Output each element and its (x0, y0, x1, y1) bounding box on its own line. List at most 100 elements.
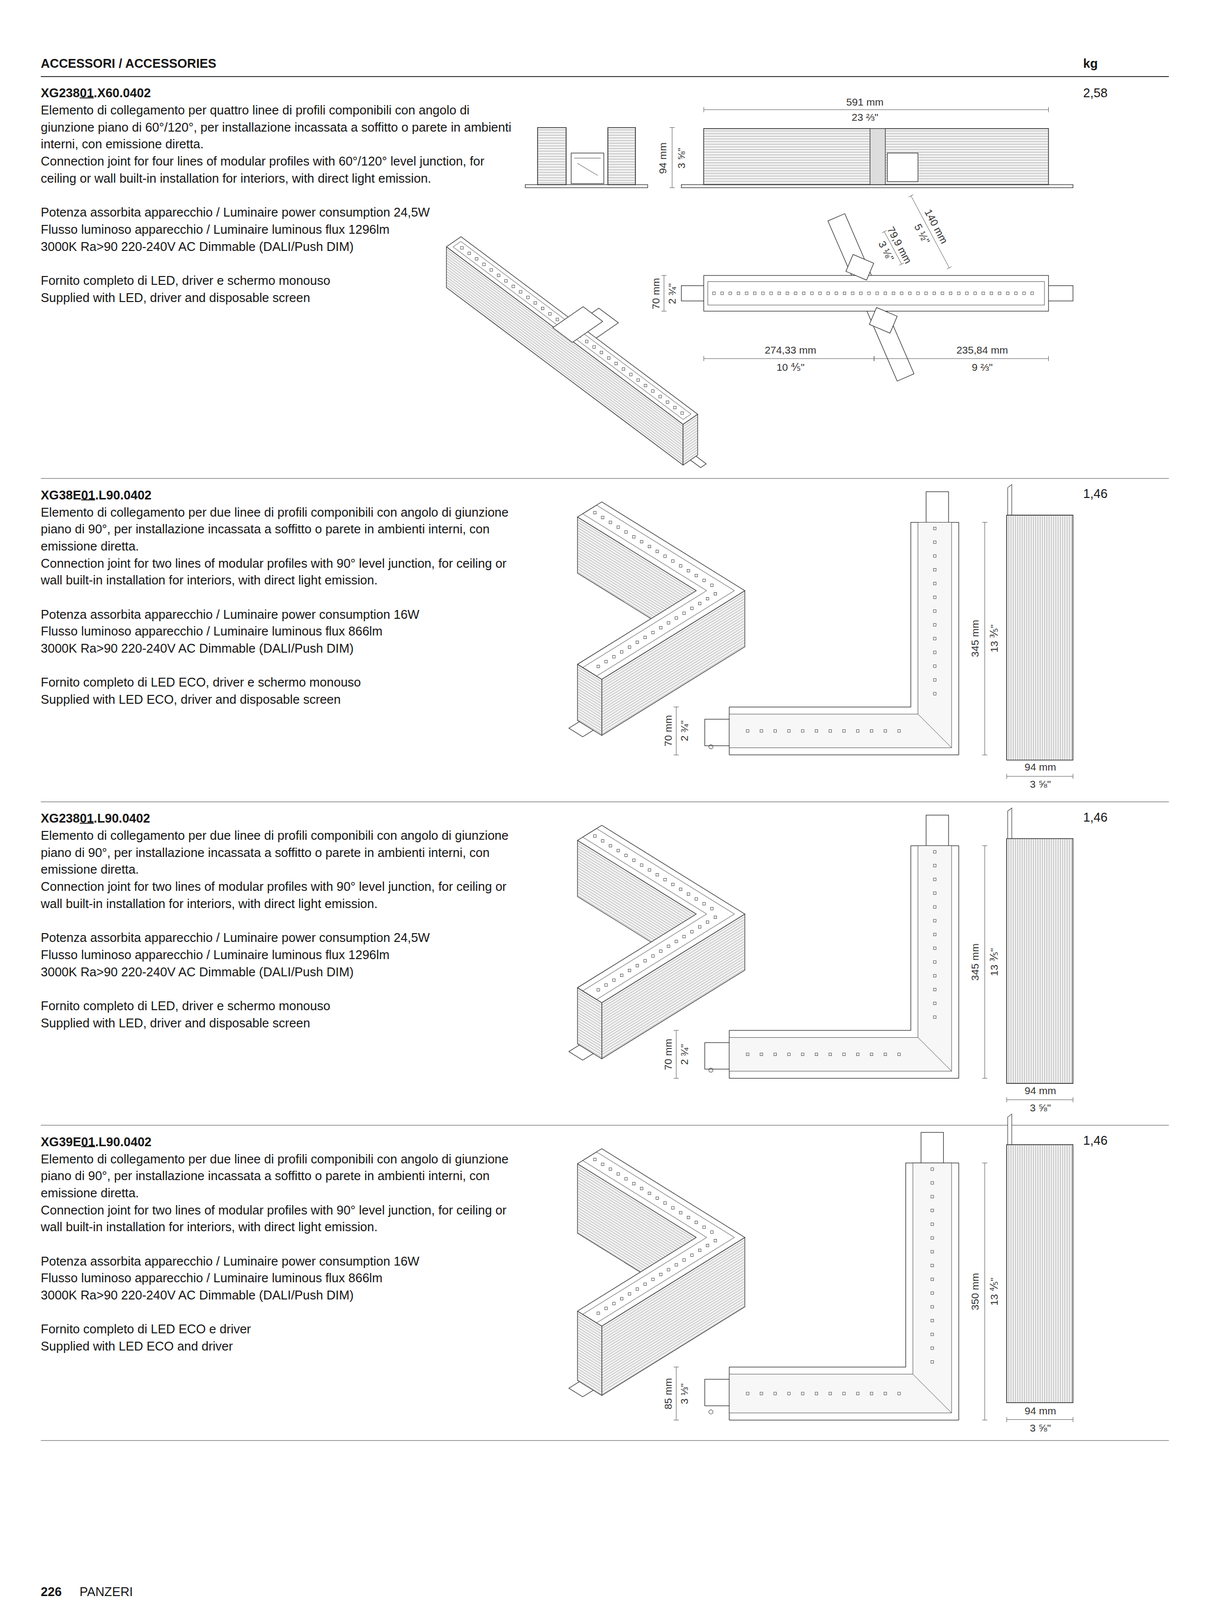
led-dot (593, 511, 597, 514)
dimension-tick (981, 1077, 987, 1079)
rib-line (1064, 838, 1065, 1084)
profile-channel (582, 828, 735, 1000)
dimension-tick (981, 1419, 987, 1420)
dimension-label: 274,33 mm (764, 344, 817, 356)
led-dot (612, 1302, 616, 1305)
led-dot (933, 540, 936, 544)
rib-line (1048, 515, 1050, 761)
rib-line (1051, 1144, 1052, 1403)
rib-line (1026, 515, 1028, 761)
rib-line (607, 159, 636, 160)
led-dot (933, 932, 936, 936)
connector-box (869, 307, 898, 333)
rib-line (577, 1039, 602, 1055)
rib-line (1071, 515, 1072, 761)
rib-line (577, 1020, 602, 1036)
led-dot (930, 1305, 934, 1308)
profile-channel (453, 241, 692, 420)
rib-line (682, 436, 698, 447)
led-dot (663, 1201, 667, 1204)
mitre-line (912, 1373, 952, 1413)
rib-line (537, 174, 567, 176)
dimension-label: 3 ⅝" (675, 147, 687, 169)
led-dot (856, 1391, 859, 1395)
rib-line (446, 268, 683, 446)
dimension-label: 70 mm (662, 714, 674, 747)
led-dot (706, 597, 709, 600)
dimension-label: 345 mm (969, 943, 981, 981)
dimension-tick (1072, 773, 1074, 779)
rib-line (537, 172, 567, 173)
led-dot (933, 623, 936, 627)
led-dot (671, 1206, 675, 1209)
led-dot (648, 868, 651, 872)
rib-line (607, 182, 636, 184)
led-dot (777, 292, 781, 295)
led-dot (643, 635, 647, 639)
led-dot (870, 1391, 873, 1395)
rib-line (1062, 1144, 1064, 1403)
product-text: Supplied with LED, driver and disposable… (40, 1014, 516, 1032)
led-dot (930, 1236, 934, 1239)
led-dot (601, 839, 604, 843)
rib-line (537, 177, 567, 178)
rib-line (1033, 515, 1034, 761)
header-rule (40, 76, 1170, 78)
rib-line (1068, 1144, 1070, 1403)
rib-line (1071, 1144, 1072, 1403)
section-rule (40, 478, 1170, 479)
page-heading: ACCESSORI / ACCESSORIES (40, 55, 217, 71)
product-text: Connection joint for two lines of modula… (40, 554, 516, 589)
rib-line (537, 161, 567, 163)
rib-line (1064, 1144, 1065, 1403)
led-dot (627, 645, 631, 649)
dimension-tick (673, 706, 679, 708)
led-dot (671, 882, 675, 886)
led-dot (828, 729, 832, 733)
led-dot (675, 616, 678, 620)
rib-line (1037, 838, 1038, 1084)
text-column: XG38E01.L90.0402Elemento di collegamento… (40, 486, 516, 709)
led-dot (900, 292, 903, 295)
led-dot (933, 919, 936, 922)
dimension-label: 350 mm (969, 1272, 981, 1310)
weight-value: 1,46 (1083, 810, 1108, 824)
led-dot (686, 892, 690, 896)
text-column: XG23801.L90.0402Elemento di collegamento… (40, 809, 516, 1032)
rib-line (682, 438, 698, 449)
led-dot (933, 946, 936, 950)
page-rules (40, 76, 1170, 1441)
led-dot (655, 1196, 659, 1200)
profile-outline (537, 127, 567, 185)
rib-line (607, 153, 636, 155)
section-rule (40, 801, 1170, 802)
led-dot (1006, 292, 1009, 295)
rib-line (607, 140, 636, 141)
dimension-label: 3 ⅝" (1030, 1101, 1051, 1114)
rib-line (446, 265, 683, 443)
product-code: XG23801.X60.0402 (40, 84, 516, 102)
led-dot (870, 729, 873, 733)
plan-profile (729, 845, 959, 1079)
led-dot (842, 1391, 846, 1395)
led-dot (883, 1391, 887, 1395)
rib-line (1055, 515, 1057, 761)
rib-line (577, 694, 602, 710)
led-dot (933, 1001, 936, 1005)
rib-line (577, 1034, 602, 1050)
led-dot (773, 729, 777, 733)
led-dot (694, 573, 698, 577)
led-dot (643, 1282, 647, 1285)
led-dot (933, 678, 936, 682)
rib-line (577, 1031, 602, 1047)
rib-line (1058, 515, 1059, 761)
led-dot (555, 318, 559, 321)
led-dot (612, 978, 616, 982)
rib-line (446, 276, 683, 455)
rib-line (577, 1022, 602, 1038)
led-dot (736, 292, 740, 295)
led-dot (609, 844, 612, 847)
led-dot (679, 887, 682, 891)
led-dot (930, 1250, 934, 1253)
